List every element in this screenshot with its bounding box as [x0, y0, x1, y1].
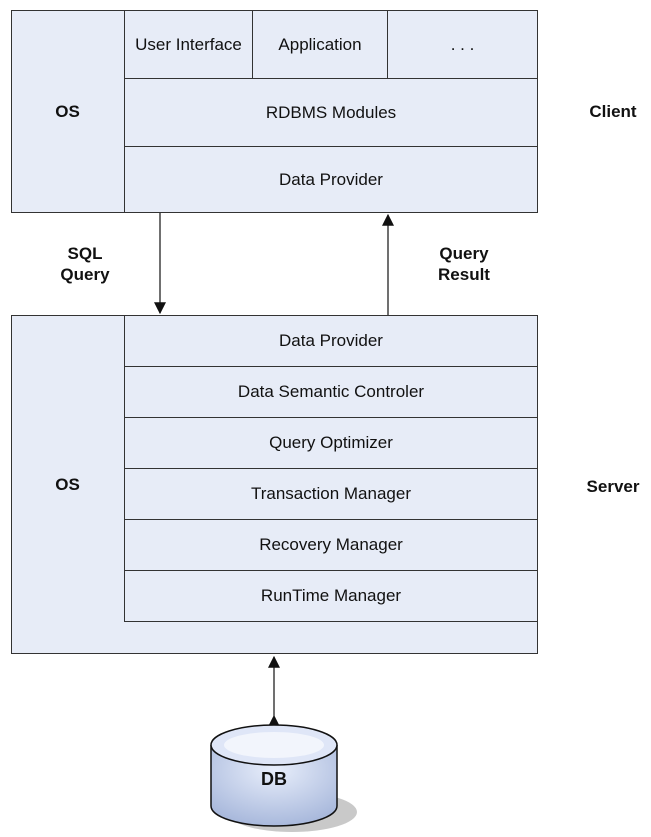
sql-query-label-line1: SQL: [67, 244, 103, 263]
client-data-provider-cell: Data Provider: [124, 146, 538, 213]
db-label: DB: [261, 769, 287, 789]
sql-query-label-line2: Query: [60, 265, 110, 285]
server-os-label: OS: [55, 474, 80, 494]
server-layer-transaction-manager: Transaction Manager: [124, 468, 538, 520]
db-cylinder-icon: [210, 724, 338, 827]
server-layer-recovery-manager: Recovery Manager: [124, 519, 538, 571]
client-side-label: Client: [589, 102, 637, 121]
client-os-label: OS: [55, 101, 80, 121]
query-result-label-line1: Query: [439, 244, 489, 263]
server-layer-runtime-manager: RunTime Manager: [124, 570, 538, 622]
client-user-interface-cell: User Interface: [124, 10, 253, 79]
server-layer-data-provider: Data Provider: [124, 315, 538, 367]
server-layer-query-optimizer: Query Optimizer: [124, 417, 538, 469]
query-result-label: Query Result: [415, 243, 513, 286]
sql-query-label: SQL Query: [40, 243, 130, 286]
client-application-cell: Application: [252, 10, 388, 79]
server-side-label: Server: [586, 477, 640, 496]
query-result-label-line2: Result: [438, 265, 490, 285]
client-rdbms-modules-cell: RDBMS Modules: [124, 78, 538, 147]
